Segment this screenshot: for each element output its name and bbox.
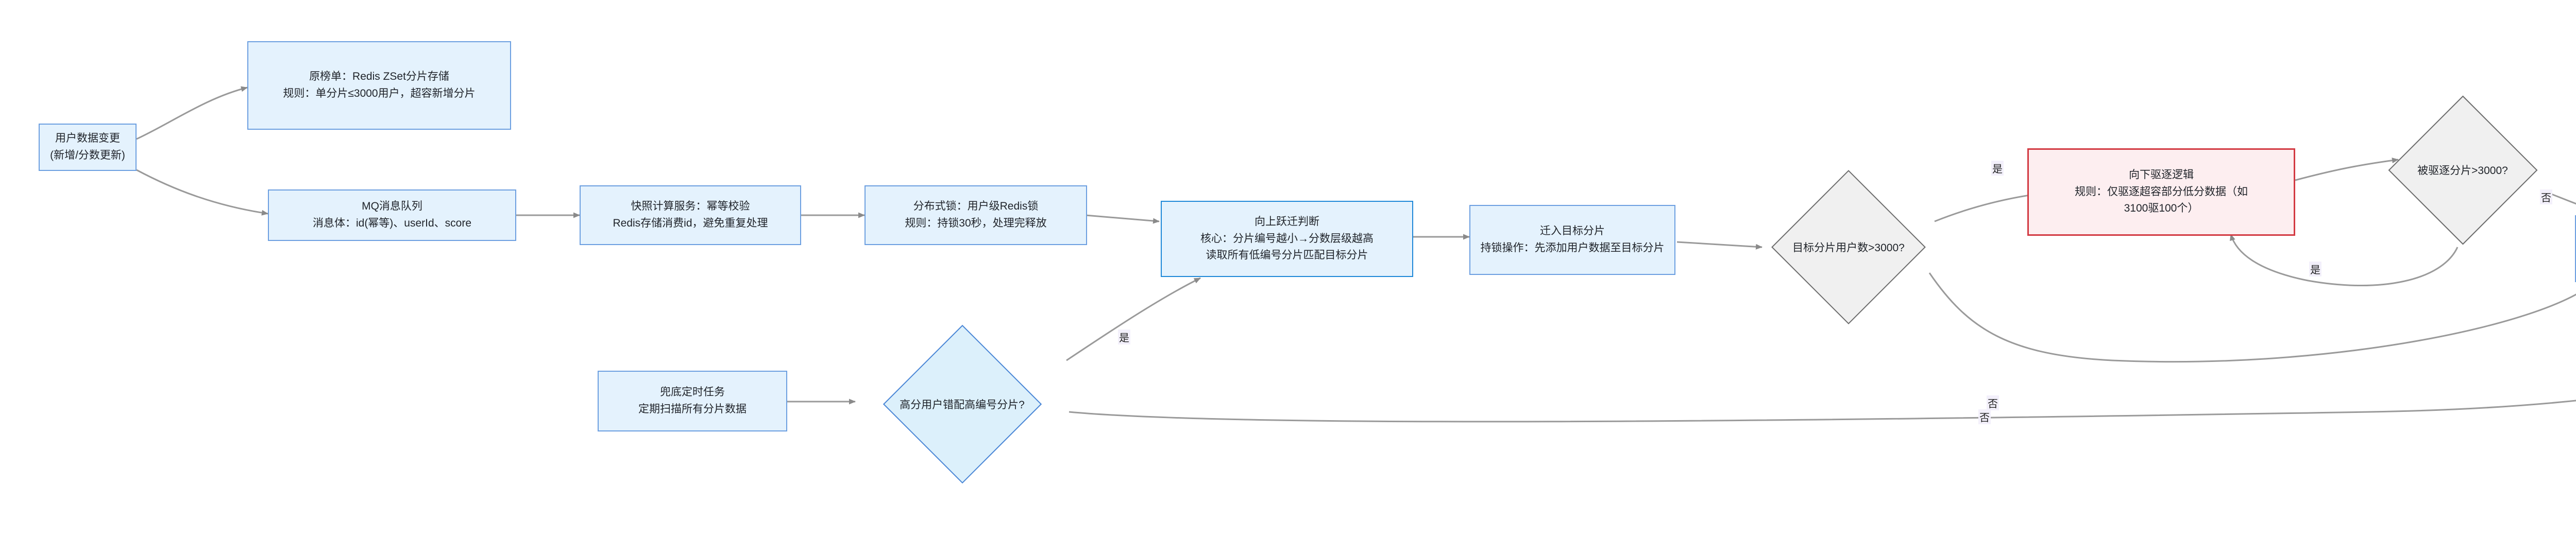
edge-label-decision2-no: 否	[2540, 189, 2552, 204]
node-evicted-shard-over-3000[interactable]: 被驱逐分片>3000?	[2380, 93, 2545, 247]
decision-label: 被驱逐分片>3000?	[2417, 165, 2508, 177]
node-fallback-task[interactable]: 兜底定时任务 定期扫描所有分片数据	[598, 371, 787, 431]
edge-movein-to-decision1	[1676, 241, 1762, 250]
edge-user-to-mq	[136, 169, 268, 216]
node-mismatch-check[interactable]: 高分用户错配高编号分片?	[855, 324, 1069, 484]
edge-mismatch-no	[1069, 400, 2576, 423]
edge-label-decision1-no: 否	[1987, 395, 1999, 410]
edge-mismatch-yes	[1066, 277, 1201, 361]
node-snapshot-service[interactable]: 快照计算服务：幂等校验 Redis存储消费id，避免重复处理	[580, 185, 801, 245]
node-downward-eviction[interactable]: 向下驱逐逻辑 规则：仅驱逐超容部分低分数据（如 3100驱100个）	[2027, 148, 2295, 236]
node-distributed-lock[interactable]: 分布式锁：用户级Redis锁 规则：持锁30秒，处理完释放	[865, 185, 1087, 245]
node-user-data-change[interactable]: 用户数据变更 (新增/分数更新)	[39, 124, 137, 171]
node-mq-queue[interactable]: MQ消息队列 消息体：id(幂等)、userId、score	[268, 189, 516, 241]
node-upward-migration[interactable]: 向上跃迁判断 核心：分片编号越小→分数层级越高 读取所有低编号分片匹配目标分片	[1161, 201, 1413, 277]
edge-label-decision1-yes: 是	[1991, 161, 2004, 176]
edge-user-to-origin	[136, 86, 248, 140]
edge-decision1-no	[1928, 272, 2576, 363]
node-origin-board[interactable]: 原榜单：Redis ZSet分片存储 规则：单分片≤3000用户，超容新增分片	[247, 41, 511, 130]
edge-lock-to-upward	[1085, 214, 1160, 224]
edge-label-mismatch-yes: 是	[1118, 330, 1130, 344]
decision-label: 高分用户错配高编号分片?	[900, 399, 1025, 411]
edge-label-mismatch-no: 否	[1978, 409, 1991, 424]
node-target-shard-over-3000[interactable]: 目标分片用户数>3000?	[1762, 170, 1935, 324]
node-move-in-target[interactable]: 迁入目标分片 持锁操作：先添加用户数据至目标分片	[1469, 205, 1675, 275]
decision-label: 目标分片用户数>3000?	[1792, 242, 1905, 254]
edge-label-decision2-yes: 是	[2309, 262, 2321, 276]
